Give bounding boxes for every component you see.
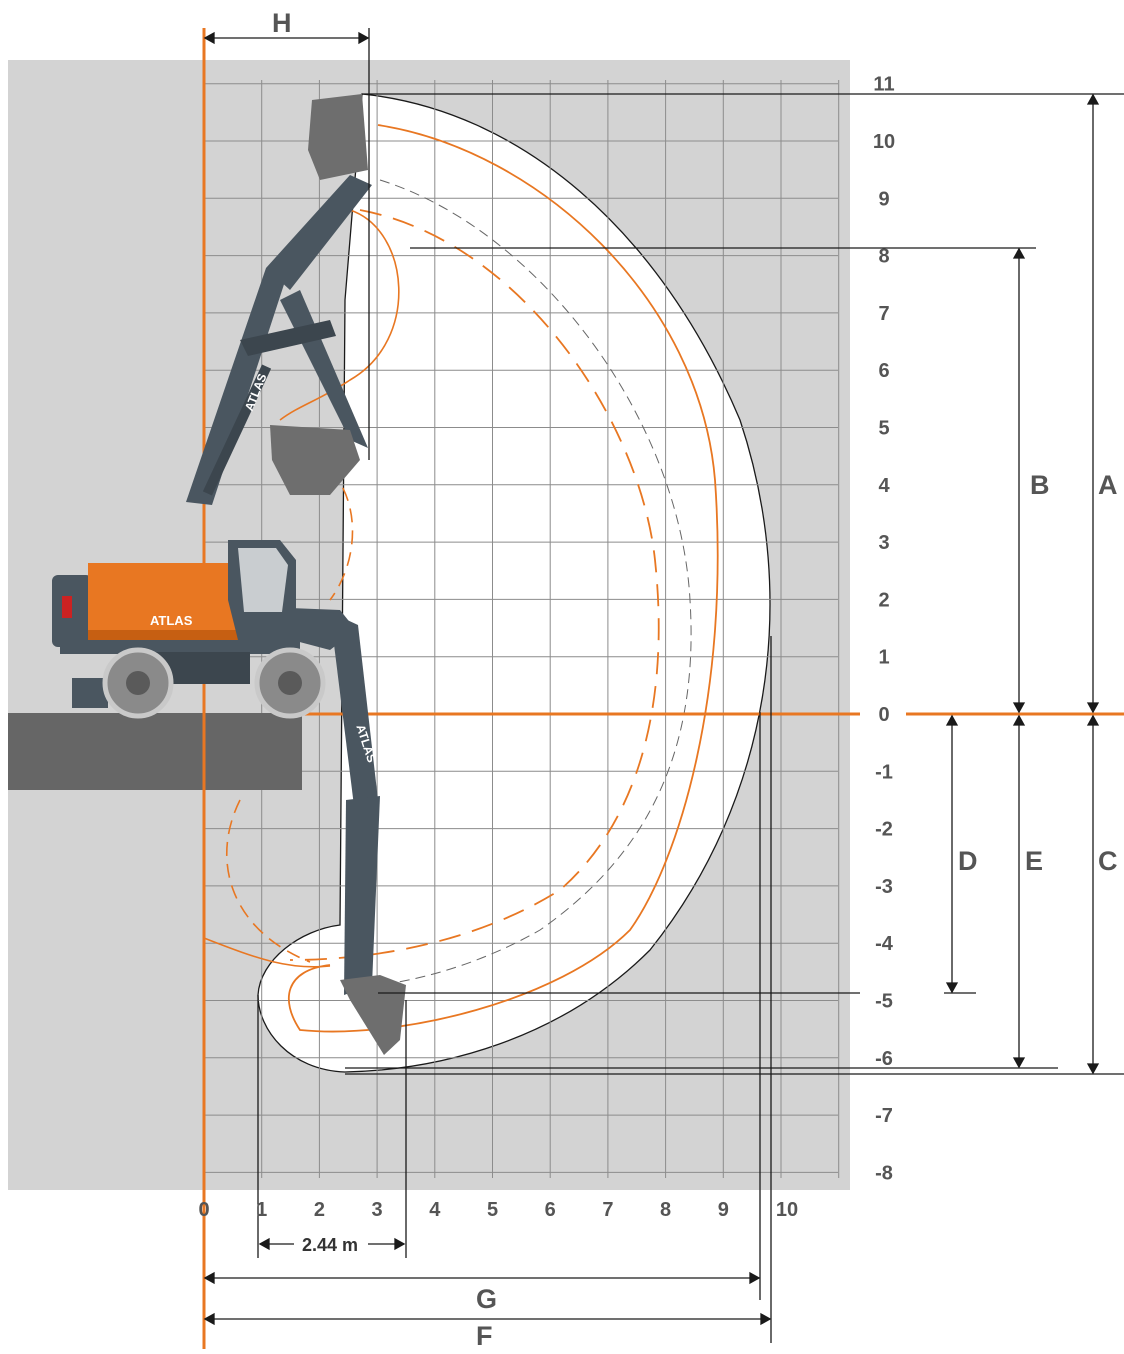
y-tick-label: -3 [875, 876, 893, 898]
reach-curve-dashed [289, 209, 660, 961]
y-tick-label: -8 [875, 1162, 893, 1184]
arrow-head [760, 1312, 772, 1326]
arrow-head [1012, 714, 1026, 726]
arrow-head [203, 1312, 215, 1326]
dimension-letter-d: D [958, 846, 978, 876]
x-tick-label: 6 [545, 1199, 556, 1221]
y-tick-label: -4 [875, 933, 894, 955]
arrow-head [203, 31, 215, 45]
x-tick-label: 2 [314, 1199, 325, 1221]
near-curve-mid [329, 469, 354, 601]
y-tick-label: 7 [878, 303, 889, 325]
y-tick-label: 1 [878, 647, 889, 669]
x-tick-label: 10 [776, 1199, 798, 1221]
dimension-arrows [203, 31, 1100, 1326]
dimension-letter-h: H [272, 8, 292, 38]
x-tick-label: 5 [487, 1199, 498, 1221]
arrow-head [945, 714, 959, 726]
arrow-head [945, 982, 959, 994]
dimension-letter-g: G [476, 1284, 497, 1314]
arrow-head [1086, 702, 1100, 714]
arrow-head [358, 31, 370, 45]
arrow-head [258, 1237, 270, 1251]
dimension-letter-f: F [476, 1321, 493, 1349]
near-curve-lower [226, 799, 311, 963]
dimension-letter-a: A [1098, 470, 1118, 500]
x-tick-label: 7 [602, 1199, 613, 1221]
dimension-letter-e: E [1025, 846, 1043, 876]
ground-block [8, 713, 302, 790]
reach-curve-grey-dashed [349, 179, 692, 989]
x-tick-label: 9 [718, 1199, 729, 1221]
y-tick-label: -5 [875, 991, 893, 1013]
dimension-letter-c: C [1098, 846, 1118, 876]
y-tick-label: -6 [875, 1048, 893, 1070]
y-tick-label: 3 [878, 532, 889, 554]
y-tick-label: -2 [875, 819, 893, 841]
y-tick-label: 10 [873, 131, 895, 153]
arrow-head [1086, 93, 1100, 105]
x-tick-label: 8 [660, 1199, 671, 1221]
measurement-label: 2.44 m [302, 1235, 358, 1255]
dimension-letter-b: B [1030, 470, 1050, 500]
reach-curve-solid [287, 124, 719, 1033]
brand-label-body: ATLAS [150, 613, 193, 628]
y-tick-label: 8 [878, 246, 889, 268]
y-tick-label: 4 [878, 475, 890, 497]
x-tick-label: 1 [256, 1199, 267, 1221]
y-tick-label: 5 [878, 418, 889, 440]
x-tick-label: 4 [429, 1199, 441, 1221]
excavator-body: ATLAS ATLAS ATLAS [52, 372, 379, 764]
y-tick-label: 11 [873, 74, 894, 96]
arrow-head [1086, 1063, 1100, 1075]
y-tick-label: 9 [878, 188, 889, 210]
arrow-head [1012, 1057, 1026, 1069]
excavator-lowered-arm [290, 608, 406, 1055]
excavator-raised-arm [186, 94, 372, 505]
y-tick-label: 2 [878, 589, 889, 611]
y-tick-label: 0 [878, 704, 889, 726]
y-tick-label: -7 [875, 1105, 893, 1127]
near-curve-bottom [203, 937, 331, 968]
x-axis-ticks: 0 1 2 3 4 5 6 7 8 9 10 [198, 1199, 798, 1221]
x-tick-label: 3 [372, 1199, 383, 1221]
dimension-lines [257, 28, 1124, 1343]
y-tick-label: -1 [875, 761, 893, 783]
arrow-head [394, 1237, 406, 1251]
y-tick-label: 6 [878, 360, 889, 382]
x-tick-label: 0 [198, 1199, 209, 1221]
arrow-head [1012, 247, 1026, 259]
arrow-head [203, 1271, 215, 1285]
arrow-head [749, 1271, 761, 1285]
arrow-head [1086, 714, 1100, 726]
arrow-head [1012, 702, 1026, 714]
near-curve-upper [279, 209, 400, 421]
